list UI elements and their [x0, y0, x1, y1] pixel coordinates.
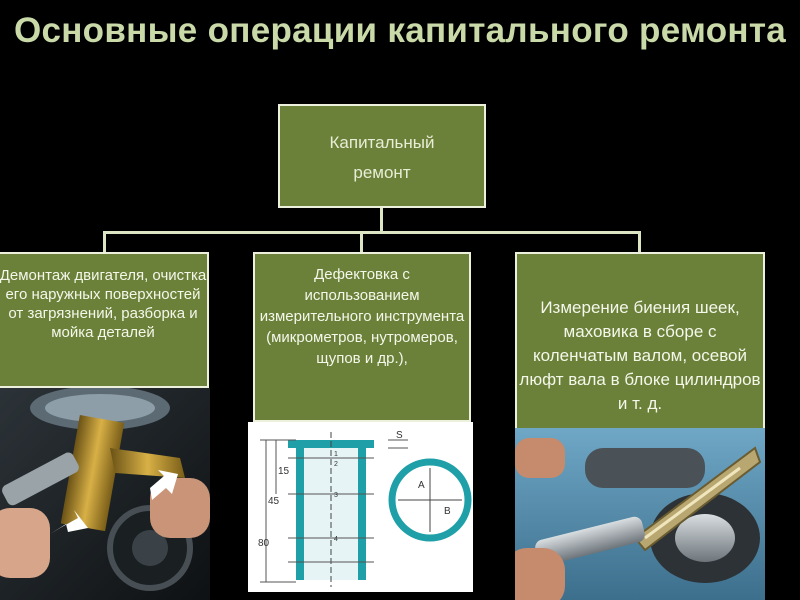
dim-80: 80 — [258, 538, 270, 549]
page-title: Основные операции капитального ремонта — [13, 11, 787, 50]
crankshaft-measurement-photo — [515, 428, 765, 600]
dim-s: S — [396, 430, 403, 441]
belt-2: 2 — [334, 461, 338, 468]
engine-disassembly-photo — [0, 388, 210, 600]
belt-1: 1 — [334, 451, 338, 458]
connector-vertical-left — [103, 231, 106, 253]
dim-45: 45 — [268, 496, 280, 507]
belt-4: 4 — [334, 536, 338, 543]
connector-vertical-middle — [360, 231, 363, 253]
belt-3: 3 — [334, 492, 338, 499]
engine-disassembly-image — [0, 388, 210, 600]
child-box-defect-detection: Дефектовка с использованием измерительно… — [253, 252, 471, 422]
cylinder-drawing-image: 15 45 80 S 1 2 3 4 A B — [248, 422, 473, 592]
crankshaft-image — [515, 428, 765, 600]
ring-a: A — [418, 480, 425, 491]
child-box-measurement: Измерение биения шеек, маховика в сборе … — [515, 252, 765, 442]
root-box-line1: Капитальный — [329, 133, 435, 152]
dim-15: 15 — [278, 466, 290, 477]
root-box: Капитальный ремонт — [278, 104, 486, 208]
ring-b: B — [444, 506, 451, 517]
child-box-disassembly: Демонтаж двигателя, очистка его наружных… — [0, 252, 209, 388]
connector-vertical-root — [380, 208, 383, 232]
root-box-line2: ремонт — [353, 163, 411, 182]
connector-vertical-right — [638, 231, 641, 253]
connector-horizontal — [103, 231, 641, 234]
cylinder-liner-drawing: 15 45 80 S 1 2 3 4 A B — [248, 422, 473, 592]
